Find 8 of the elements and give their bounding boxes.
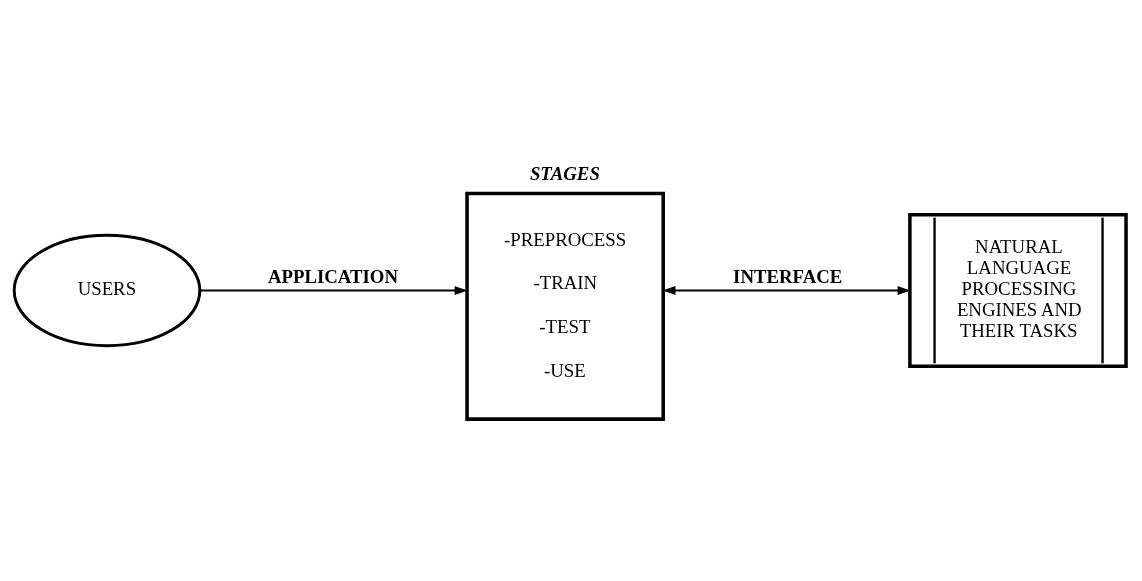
node-label: STAGES bbox=[529, 162, 600, 184]
arrow bbox=[662, 285, 911, 296]
node-box: -PREPROCESS -TRAIN -TEST -USE bbox=[465, 191, 665, 421]
arrow bbox=[199, 285, 468, 296]
edge-label: INTERFACE bbox=[733, 266, 843, 288]
edge-label: APPLICATION bbox=[267, 266, 399, 288]
node-ellipse: USERS bbox=[12, 233, 202, 348]
node-box: NATURAL LANGUAGE PROCESSING ENGINES AND THEIR TASKS bbox=[908, 212, 1128, 369]
